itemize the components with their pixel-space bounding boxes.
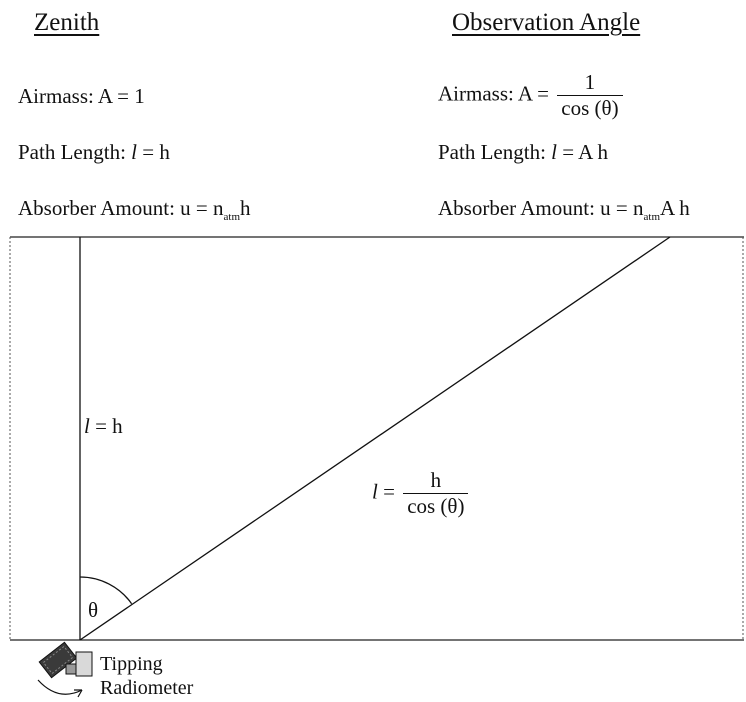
zenith-path-label: Path Length: bbox=[18, 140, 126, 164]
observation-airmass-label: Airmass: bbox=[438, 81, 514, 106]
observation-airmass-denominator: cos (θ) bbox=[561, 96, 619, 120]
observation-absorber-label: Absorber Amount: bbox=[438, 196, 595, 220]
vertical-path-label: l = h bbox=[84, 416, 123, 437]
observation-path-length: Path Length: l = A h bbox=[438, 142, 608, 163]
slant-path-line bbox=[79, 236, 671, 641]
observation-absorber-tail: A h bbox=[660, 196, 690, 220]
slant-path-denominator: cos (θ) bbox=[407, 494, 465, 518]
slant-path-eq: = bbox=[383, 479, 395, 504]
slant-path-fraction: h cos (θ) bbox=[403, 468, 469, 518]
observation-absorber: Absorber Amount: u = natmA h bbox=[438, 198, 690, 223]
zenith-airmass-label: Airmass: bbox=[18, 84, 94, 108]
zenith-airmass: Airmass: A = 1 bbox=[18, 86, 145, 107]
observation-path-eq: = A h bbox=[562, 140, 608, 164]
zenith-absorber: Absorber Amount: u = natmh bbox=[18, 198, 251, 223]
observation-path-label: Path Length: bbox=[438, 140, 546, 164]
fraction-bar bbox=[403, 493, 469, 494]
observation-airmass-lhs: A = bbox=[517, 81, 550, 106]
observation-path-symbol: l bbox=[551, 140, 557, 164]
observation-absorber-sub: atm bbox=[643, 211, 661, 223]
observation-heading: Observation Angle bbox=[452, 9, 641, 36]
slant-path-label: l = h cos (θ) bbox=[372, 468, 469, 518]
zenith-absorber-tail: h bbox=[240, 196, 251, 220]
observation-absorber-eq: u = n bbox=[600, 196, 644, 220]
slant-path-numerator: h bbox=[430, 468, 442, 492]
observation-airmass-numerator: 1 bbox=[584, 70, 596, 94]
instrument-label-line1: Tipping bbox=[100, 653, 163, 675]
slant-path-symbol: l bbox=[372, 479, 378, 504]
rotation-arrow-icon bbox=[37, 679, 83, 698]
vertical-path-symbol: l bbox=[84, 414, 90, 438]
zenith-airmass-eq: A = 1 bbox=[97, 84, 145, 108]
zenith-absorber-label: Absorber Amount: bbox=[18, 196, 175, 220]
fraction-bar bbox=[557, 95, 623, 96]
zenith-absorber-eq: u = n bbox=[180, 196, 224, 220]
observation-airmass-fraction: 1 cos (θ) bbox=[557, 70, 623, 120]
observation-airmass: Airmass: A = 1 cos (θ) bbox=[438, 72, 623, 119]
zenith-path-eq: = h bbox=[142, 140, 170, 164]
angle-label: θ bbox=[88, 598, 99, 622]
zenith-path-length: Path Length: l = h bbox=[18, 142, 170, 163]
tipping-radiometer-icon bbox=[38, 641, 93, 679]
zenith-heading: Zenith bbox=[34, 9, 100, 36]
angle-arc bbox=[79, 576, 133, 605]
vertical-path-eq: = h bbox=[95, 414, 123, 438]
zenith-absorber-sub: atm bbox=[223, 211, 241, 223]
instrument-label-line2: Radiometer bbox=[100, 677, 194, 699]
zenith-path-symbol: l bbox=[131, 140, 137, 164]
